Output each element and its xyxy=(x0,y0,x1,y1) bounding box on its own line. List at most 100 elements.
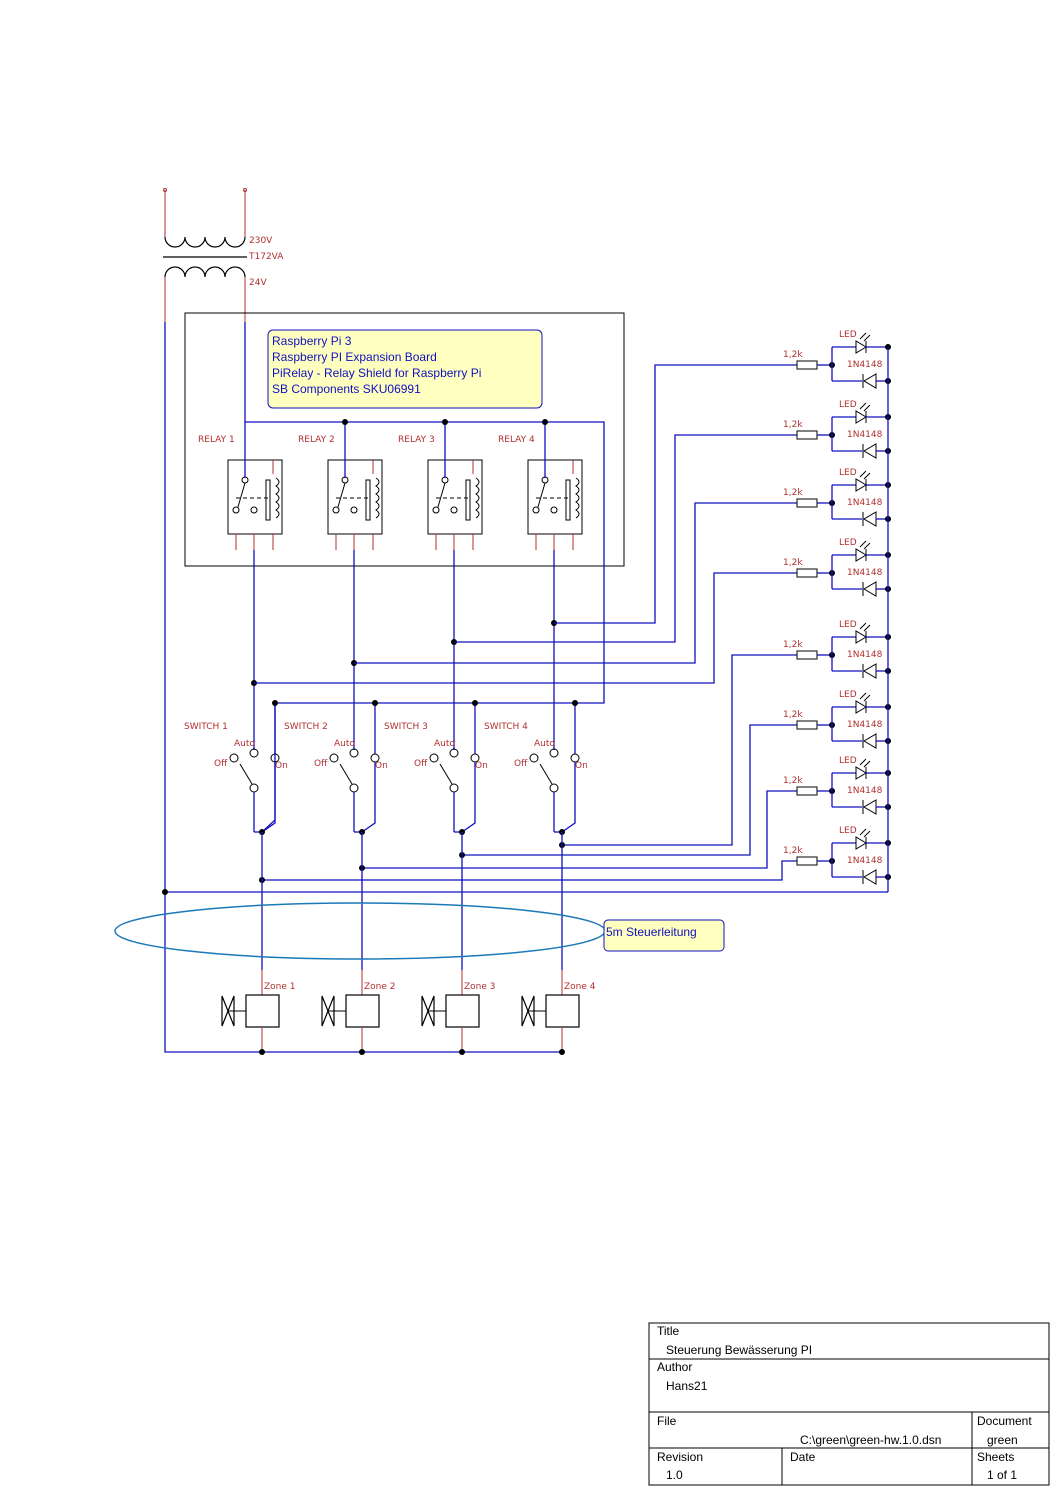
switch-contact-auto xyxy=(549,748,559,758)
led-icon xyxy=(855,630,867,644)
diode-label: 1N4148 xyxy=(847,360,883,370)
led-icon xyxy=(855,836,867,850)
zone-label: Zone 4 xyxy=(564,982,596,992)
resistor-label: 1,2k xyxy=(783,488,803,498)
relay-contact xyxy=(532,506,540,514)
switch-label: SWITCH 2 xyxy=(284,722,328,732)
diode-icon xyxy=(863,869,877,885)
title-value: Steuerung Bewässerung PI xyxy=(666,1343,812,1357)
resistor-label: 1,2k xyxy=(783,710,803,720)
file-label: File xyxy=(657,1414,677,1428)
revision-value: 1.0 xyxy=(666,1468,683,1482)
relay-label: RELAY 2 xyxy=(298,435,335,445)
resistor-label: 1,2k xyxy=(783,776,803,786)
switch-label: SWITCH 4 xyxy=(484,722,528,732)
cable-bundle-ellipse xyxy=(114,902,606,960)
relay-indicator-wiring xyxy=(254,364,797,883)
file-value: C:\green\green-hw.1.0.dsn xyxy=(800,1433,941,1447)
cable-note-label: 5m Steuerleitung xyxy=(606,925,697,939)
board-note-line: Raspberry Pi 3 xyxy=(272,334,352,348)
resistor xyxy=(796,360,818,370)
relay-contact xyxy=(232,506,240,514)
resistor-label: 1,2k xyxy=(783,846,803,856)
relay-board-outline xyxy=(184,312,625,567)
diode-icon xyxy=(863,799,877,815)
switch-on-label: On xyxy=(375,761,388,771)
switch-off-label: Off xyxy=(414,759,428,769)
revision-label: Revision xyxy=(657,1450,703,1464)
document-label: Document xyxy=(977,1414,1032,1428)
diode-label: 1N4148 xyxy=(847,856,883,866)
diode-label: 1N4148 xyxy=(847,650,883,660)
switch-auto-label: Auto xyxy=(334,739,355,749)
relay-contact xyxy=(332,506,340,514)
author-value: Hans21 xyxy=(666,1379,708,1393)
switch-label: SWITCH 1 xyxy=(184,722,228,732)
led-row: 1,2k LED 1N4148 xyxy=(783,690,891,749)
switch-common xyxy=(449,783,459,793)
zone-label: Zone 3 xyxy=(464,982,496,992)
led-row: 1,2k LED 1N4148 xyxy=(783,826,891,885)
relay: RELAY 4 xyxy=(498,419,583,750)
valve-icon xyxy=(321,995,335,1027)
zone-label: Zone 2 xyxy=(364,982,396,992)
resistor-label: 1,2k xyxy=(783,350,803,360)
switch-contact-auto xyxy=(349,748,359,758)
date-label: Date xyxy=(790,1450,816,1464)
solenoid-body xyxy=(345,994,380,1028)
led-label: LED xyxy=(839,826,857,836)
diode-label: 1N4148 xyxy=(847,498,883,508)
relay-contact xyxy=(450,506,458,514)
resistor xyxy=(796,786,818,796)
document-value: green xyxy=(987,1433,1018,1447)
solenoid-body xyxy=(445,994,480,1028)
diode-label: 1N4148 xyxy=(847,720,883,730)
led-label: LED xyxy=(839,400,857,410)
resistor xyxy=(796,430,818,440)
led-label: LED xyxy=(839,690,857,700)
sheets-value: 1 of 1 xyxy=(987,1468,1017,1482)
led-icon xyxy=(855,340,867,354)
solenoid-body xyxy=(545,994,580,1028)
transformer-primary-label: 230V xyxy=(249,236,273,246)
board-note-line: Raspberry PI Expansion Board xyxy=(272,350,437,364)
relay-label: RELAY 3 xyxy=(398,435,435,445)
zone-valve: Zone 2 xyxy=(321,970,396,1055)
relay-body xyxy=(227,459,283,535)
led-icon xyxy=(855,766,867,780)
title-block: Title Steuerung Bewässerung PI Author Ha… xyxy=(648,1322,1050,1486)
transformer: 230V T172VA 24V xyxy=(163,188,284,322)
led-label: LED xyxy=(839,538,857,548)
switch-on-label: On xyxy=(475,761,488,771)
led-icon xyxy=(855,700,867,714)
led-icon xyxy=(855,410,867,424)
valve-icon xyxy=(521,995,535,1027)
relay-group: RELAY 1 RELAY 2 RELAY 3 RELAY 4 xyxy=(198,364,797,883)
relay-contact xyxy=(550,506,558,514)
led-label: LED xyxy=(839,620,857,630)
relay-body xyxy=(327,459,383,535)
switch-auto-label: Auto xyxy=(234,739,255,749)
relay-body xyxy=(427,459,483,535)
diode-icon xyxy=(863,733,877,749)
board-note: Raspberry Pi 3 Raspberry PI Expansion Bo… xyxy=(267,329,543,409)
relay-coil xyxy=(575,477,580,519)
led-label: LED xyxy=(839,756,857,766)
resistor xyxy=(796,568,818,578)
switch-contact-off xyxy=(229,753,239,763)
switch-on-label: On xyxy=(575,761,588,771)
relay-label: RELAY 1 xyxy=(198,435,235,445)
zone-valve: Zone 4 xyxy=(521,970,596,1055)
valve-icon xyxy=(221,995,235,1027)
switch-label: SWITCH 3 xyxy=(384,722,428,732)
switch-contact-off xyxy=(329,753,339,763)
diode-icon xyxy=(863,511,877,527)
